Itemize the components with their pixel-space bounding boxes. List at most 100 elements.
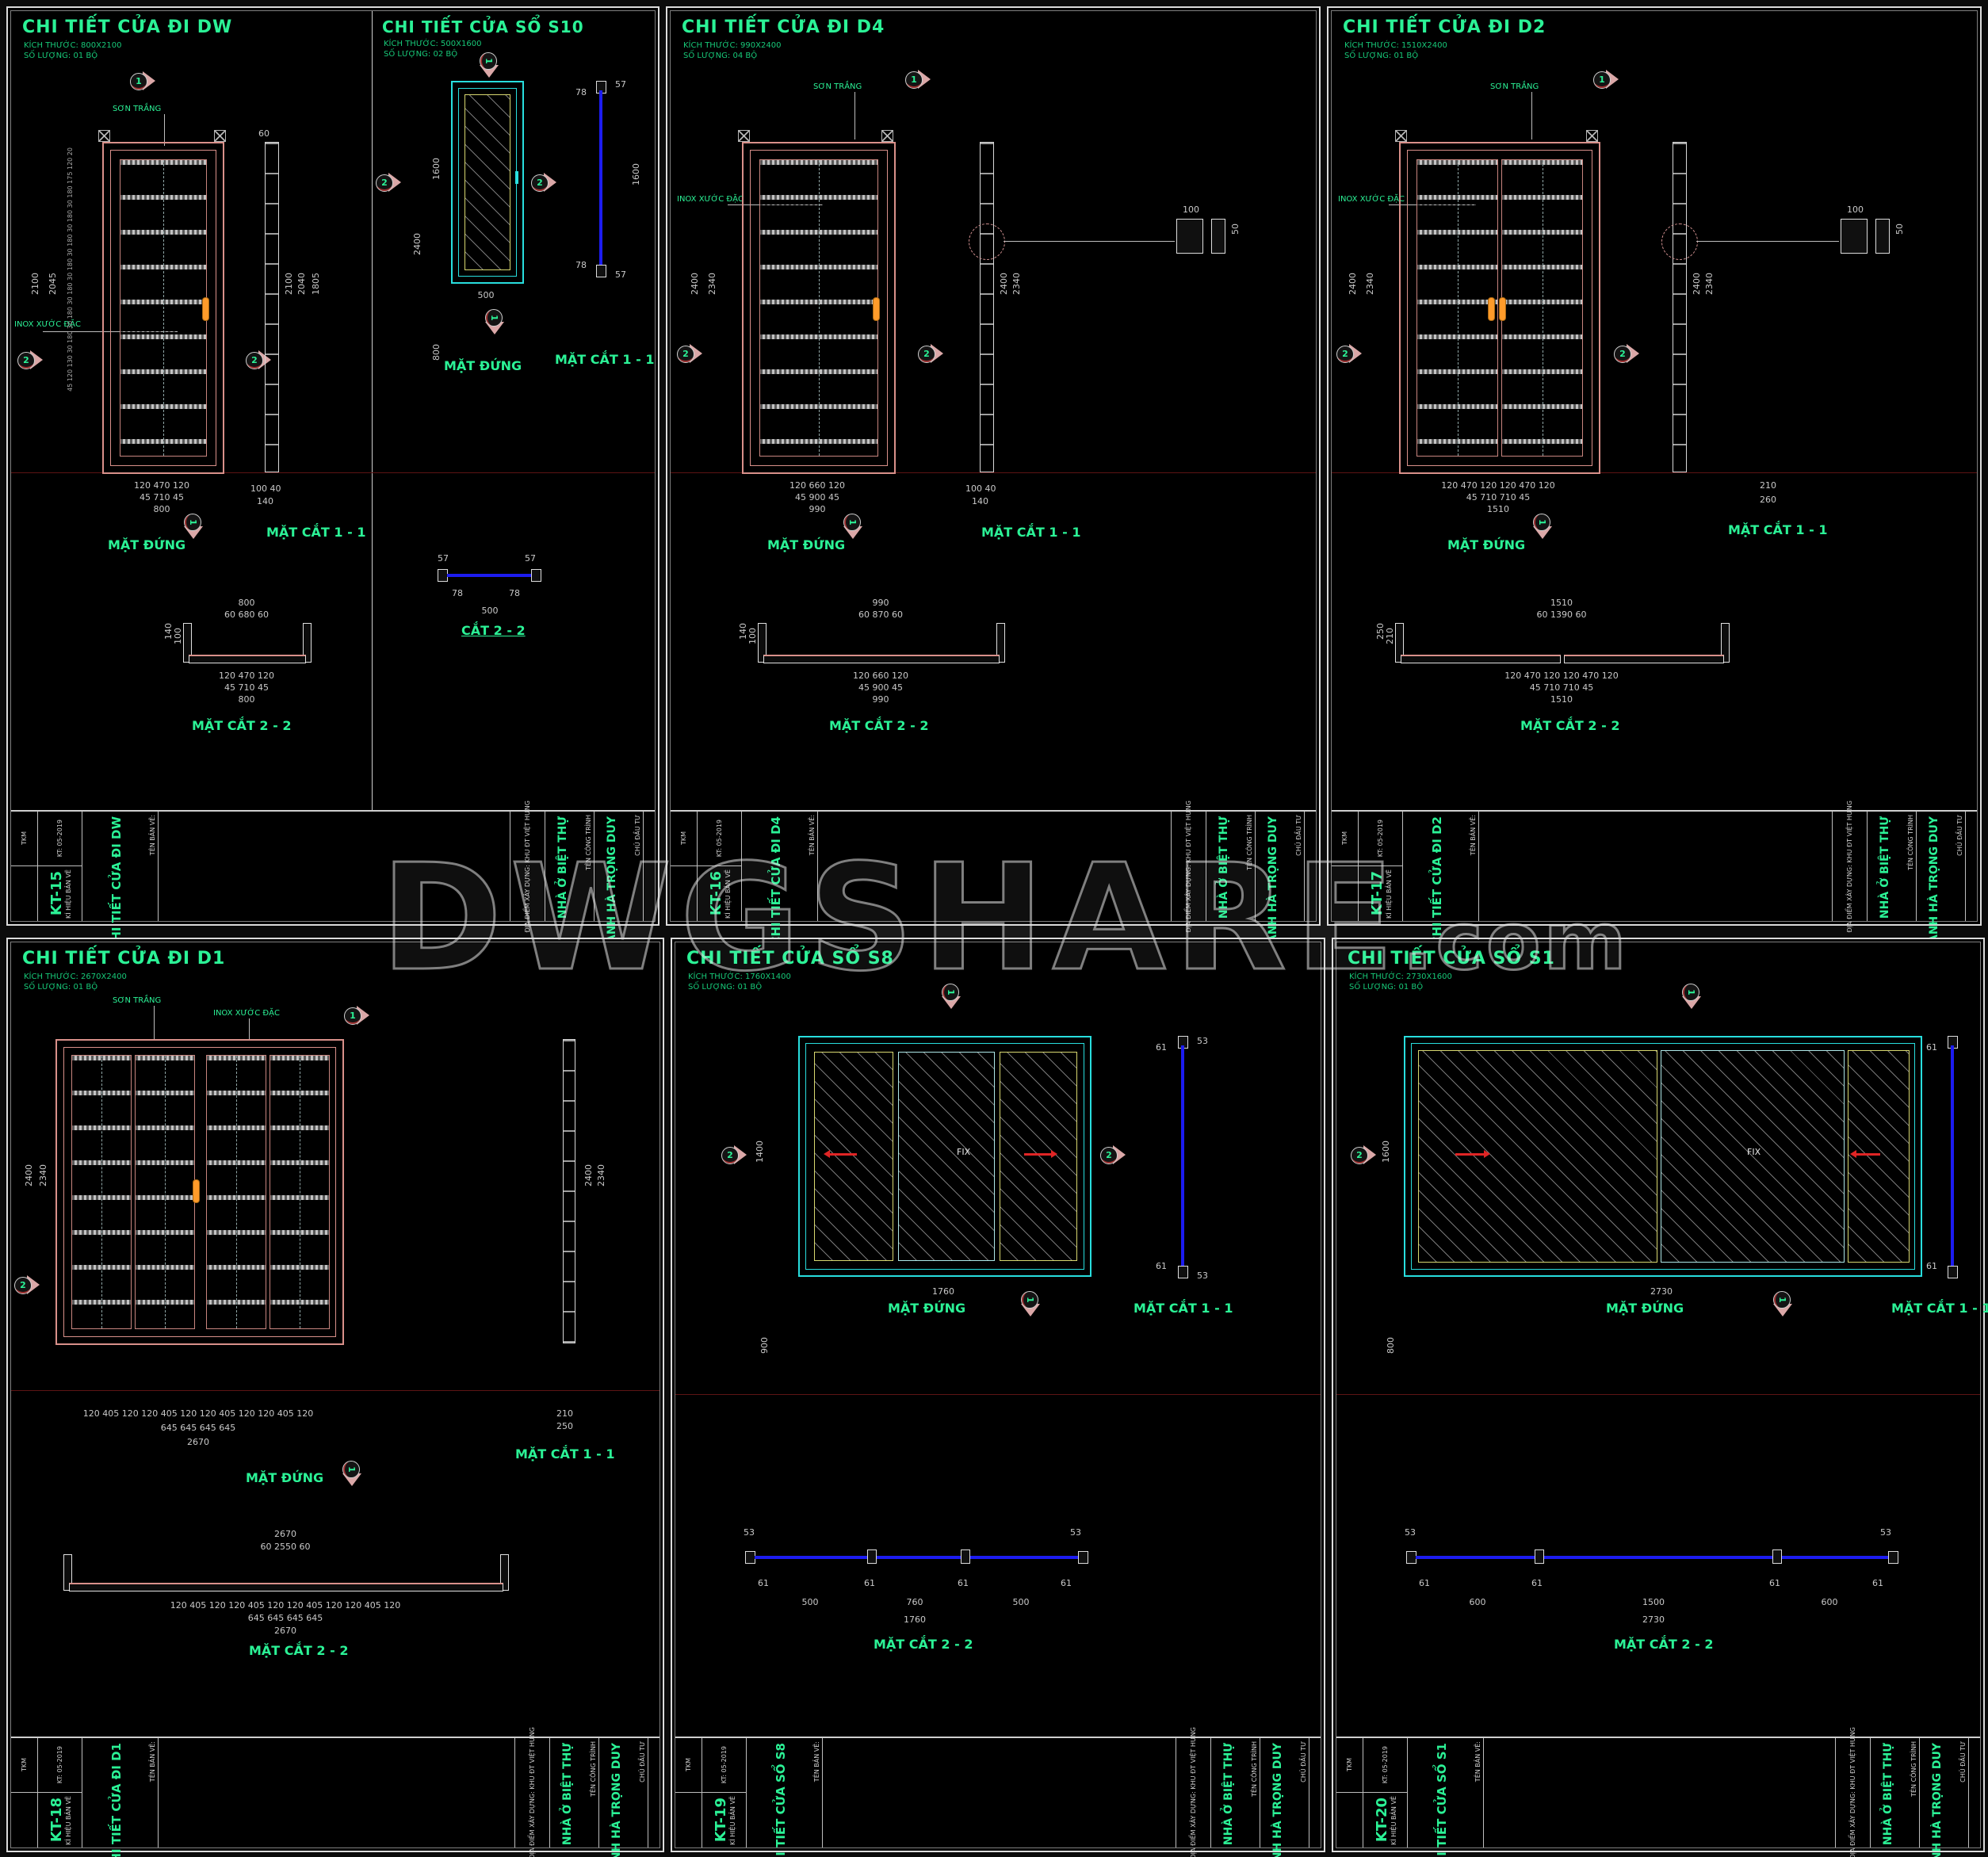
dim-cut-in: 61 — [1769, 1578, 1780, 1588]
dim-height-inner: 2340 — [707, 273, 717, 295]
plan-jamb-left — [1395, 623, 1404, 663]
label-mat-cat-1-1: MẶT CẮT 1 - 1 — [1891, 1301, 1988, 1316]
tb-name-cell: TÊN BẢN VẼ: CHI TIẾT CỬA SỔ S8 — [747, 1738, 823, 1857]
dim-cut-end: 57 — [525, 553, 536, 564]
tb-name-cell: TÊN BẢN VẼ: CHI TIẾT CỬA ĐI D2 — [1403, 812, 1479, 946]
tb-end-cell — [1966, 812, 1977, 921]
tb-empty-cell — [159, 812, 510, 921]
label-mat-cat-1-1: MẶT CẮT 1 - 1 — [266, 525, 366, 540]
section-1-1-strip — [265, 142, 279, 472]
dim-width-total: 1510 — [1487, 504, 1509, 514]
window-frame-inner — [1411, 1043, 1915, 1270]
tb-project-cell: TÊN CÔNG TRÌNH NHÀ Ở BIỆT THỰ — [550, 1738, 599, 1847]
door-frame-inner — [110, 150, 216, 466]
blue-section-line — [447, 574, 533, 577]
slide-arrow-icon — [1024, 1150, 1057, 1158]
dim-height-total: 2400 — [1348, 273, 1358, 295]
door-frame-inner — [63, 1047, 336, 1337]
window-elevation — [1404, 1036, 1922, 1277]
dim-width-chain: 120 470 120 120 470 120 — [1441, 480, 1555, 491]
cut-number: 2 — [1100, 1147, 1118, 1164]
cut-number: 1 — [342, 1461, 360, 1478]
dim-detail-b: 50 — [1894, 224, 1905, 235]
cut-number: 1 — [843, 514, 861, 531]
dim-plan-total: 2670 — [274, 1529, 296, 1539]
window-fix-panel — [898, 1052, 995, 1261]
dim-side-b: 250 — [556, 1421, 573, 1431]
dim-sill-height: 900 — [759, 1337, 770, 1354]
dim-width-total: 990 — [872, 694, 889, 705]
slide-arrow-icon — [1455, 1150, 1490, 1158]
dim-plan-total: 990 — [872, 598, 889, 608]
corner-mark — [738, 130, 750, 142]
plan-jamb-left — [758, 623, 767, 663]
dim-height-inner: 2045 — [48, 273, 58, 295]
cut-number: 1 — [344, 1007, 361, 1025]
dim-width-total: 2670 — [274, 1626, 296, 1636]
section-cut-symbol-1: 1 — [480, 52, 499, 81]
dim-plan-side2: 100 — [747, 628, 758, 644]
profile-block — [867, 1549, 877, 1564]
watermark: DWGSHARE.com — [380, 831, 1630, 1005]
label-mat-cat-2-2: MẶT CẮT 2 - 2 — [1614, 1637, 1714, 1652]
window-elevation — [798, 1036, 1091, 1277]
window-elevation — [451, 81, 524, 284]
centerline — [163, 160, 164, 456]
leader-line — [1531, 92, 1532, 139]
cut-number: 1 — [1533, 514, 1550, 531]
tb-end-cell — [1969, 1738, 1980, 1847]
tb-owner: ANH HÀ TRỌNG DUY — [1928, 816, 1940, 944]
dim-width-total: 800 — [238, 694, 255, 705]
dim-cut-end: 53 — [744, 1527, 755, 1538]
dim-width-chain: 120 405 120 120 405 120 120 405 120 120 … — [170, 1600, 401, 1611]
tb-empty-cell — [159, 1738, 515, 1847]
callout-inox: INOX XƯỚC ĐẶC — [213, 1009, 280, 1018]
sheet-frame: CHI TIẾT CỬA ĐI D1 KÍCH THƯỚC: 2670X2400… — [10, 942, 660, 1857]
tb-end-cell — [1309, 1738, 1321, 1847]
tb-kihieu-label: KÍ HIỆU BẢN VẼ — [1390, 1795, 1397, 1845]
section-cut-symbol-1: 1 — [905, 70, 934, 89]
centerline — [165, 1056, 166, 1328]
dim-cut-in: 78 — [509, 588, 520, 598]
detail-circle — [969, 224, 1005, 260]
tb-location: ĐỊA ĐIỂM XÂY DỰNG: KHU ĐT VIỆT HƯNG — [1849, 1726, 1856, 1857]
sheet-number: KT-18 — [48, 1798, 65, 1843]
panel-title: CHI TIẾT CỬA ĐI D2 — [1343, 17, 1546, 37]
sheet-number: KT-20 — [1373, 1798, 1390, 1843]
cut-number: 1 — [905, 71, 923, 89]
dim-plan-chain: 60 1390 60 — [1536, 609, 1587, 620]
tb-owner-label: CHỦ ĐẦU TƯ — [1956, 815, 1963, 856]
dim-section-height: 1600 — [631, 163, 641, 185]
tb-owner-label: CHỦ ĐẦU TƯ — [639, 1741, 646, 1782]
door-handle — [874, 298, 879, 320]
dim-sect-height3: 1805 — [311, 273, 321, 295]
door-leaf-right — [1501, 159, 1583, 457]
profile-block — [1535, 1549, 1544, 1564]
dim-cut-mid: 760 — [906, 1597, 923, 1607]
panel-size-note: KÍCH THƯỚC: 2670X2400 — [24, 972, 127, 981]
dim-width-mid: 45 900 45 — [858, 682, 903, 693]
door-handle — [1489, 298, 1494, 320]
profile-block — [531, 569, 541, 582]
tb-scale-cell: TKM — [1336, 1738, 1363, 1847]
window-sash — [465, 94, 510, 270]
tb-empty-cell — [1479, 812, 1833, 921]
dim-cut-end: 53 — [1197, 1270, 1208, 1281]
label-mat-cat-2-2: MẶT CẮT 2 - 2 — [192, 718, 292, 733]
section-cut-symbol-2: 2 — [14, 1275, 43, 1294]
tb-empty-cell — [823, 1738, 1176, 1847]
cut-number: 2 — [376, 174, 393, 192]
door-leaf-3 — [206, 1055, 266, 1329]
cut-number: 1 — [480, 52, 497, 70]
plan-jamb-left — [183, 623, 192, 663]
dim-height-total: 2100 — [30, 273, 40, 295]
tb-owner-label: CHỦ ĐẦU TƯ — [1959, 1741, 1967, 1782]
tb-project: NHÀ Ở BIỆT THỰ — [1882, 1743, 1894, 1846]
plan-door-slab — [763, 655, 1000, 663]
door-elevation — [102, 142, 224, 474]
dim-width-mid: 45 710 45 — [224, 682, 269, 693]
label-mat-cat-2-2: MẶT CẮT 2 - 2 — [874, 1637, 973, 1652]
plan-jamb-right — [1721, 623, 1730, 663]
